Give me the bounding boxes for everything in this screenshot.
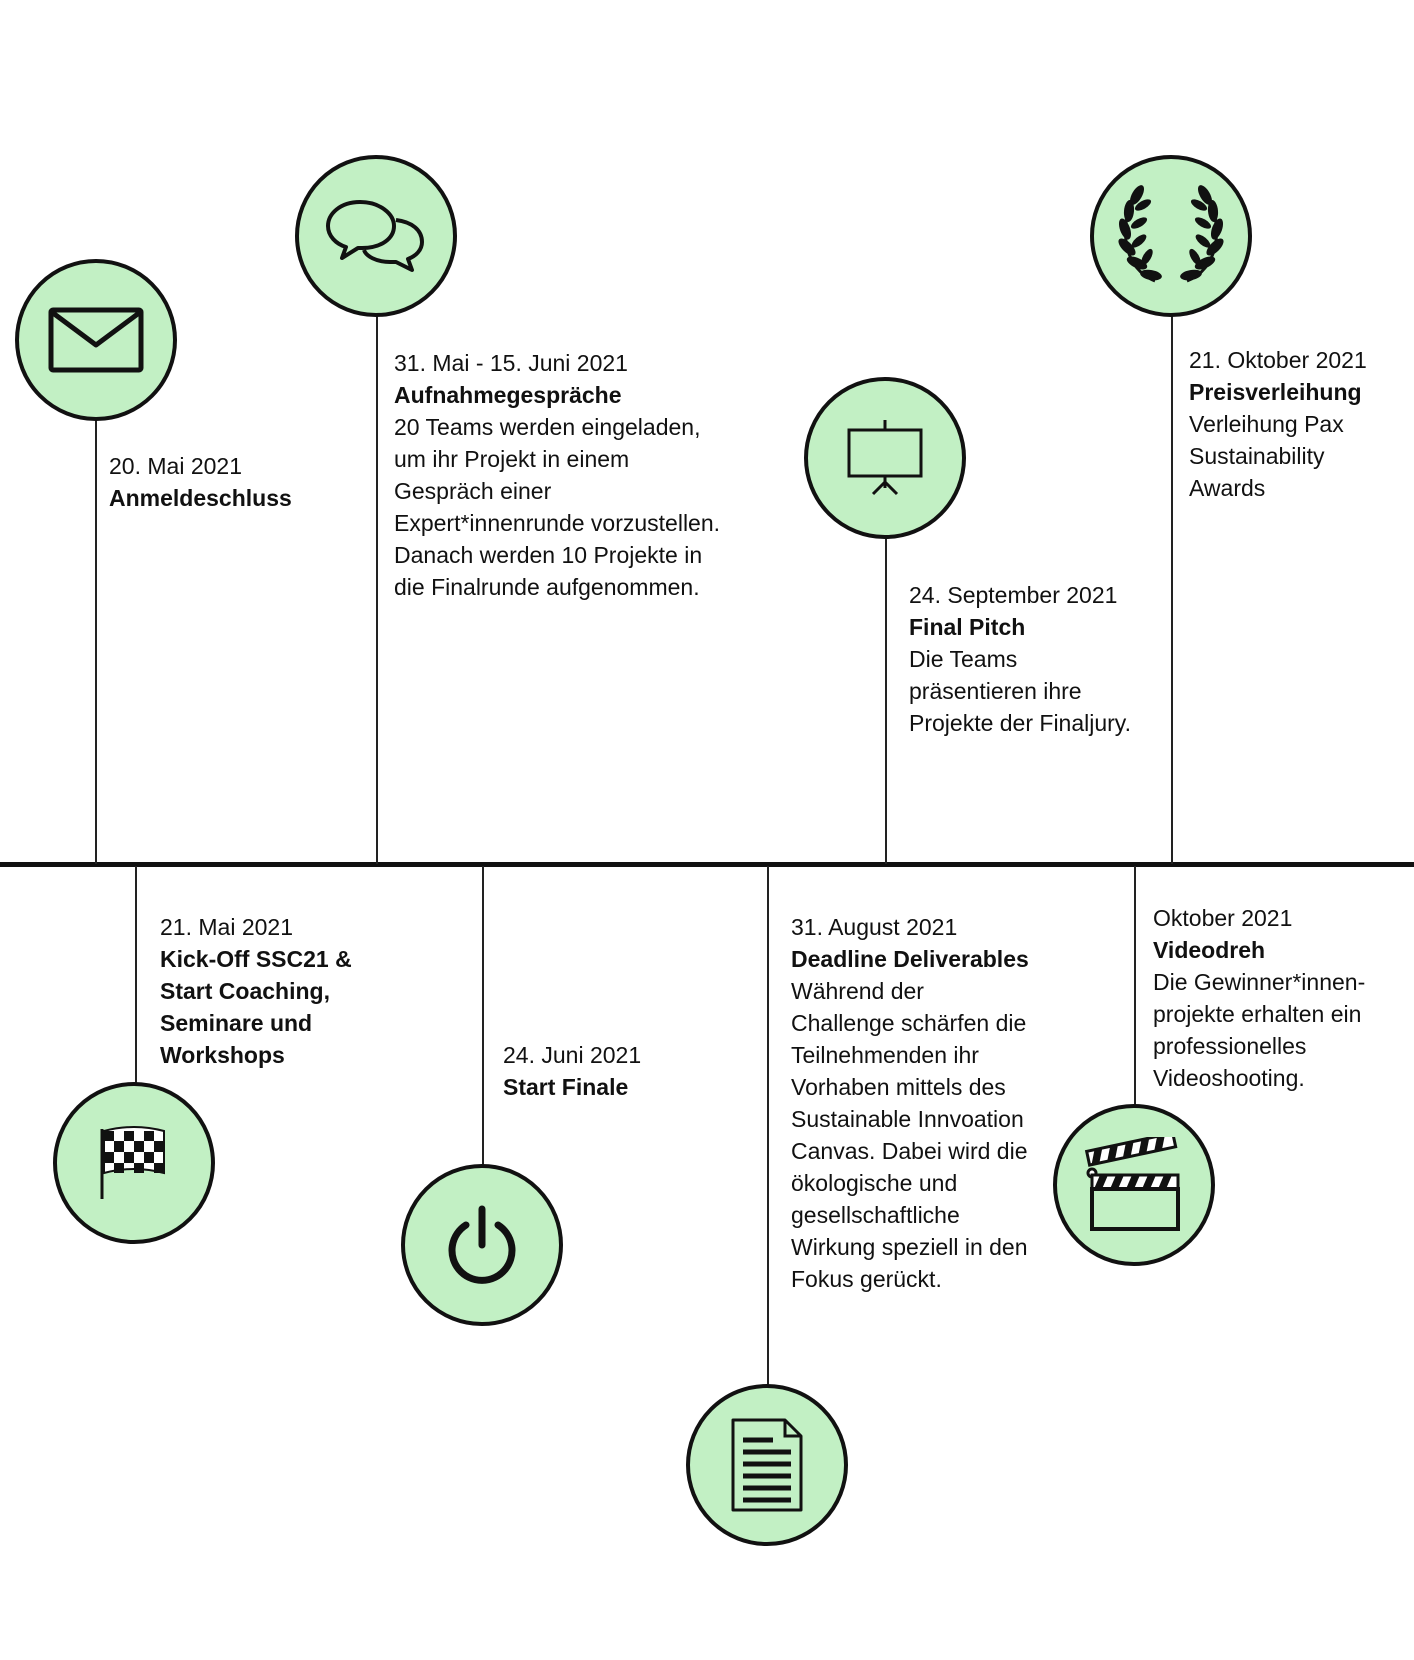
power-icon (448, 1205, 516, 1284)
laurel-wreath-icon (1118, 185, 1224, 283)
event-title: Videodreh (1153, 937, 1266, 963)
node-aufnahme (295, 155, 457, 317)
stem-videodreh (1134, 866, 1136, 1106)
timeline-axis (0, 862, 1414, 867)
node-videodreh (1053, 1104, 1215, 1266)
stem-aufnahme (376, 316, 378, 864)
stem-preisverleihung (1171, 316, 1173, 864)
event-description: Die Teams präsentieren ihre Projekte der… (909, 646, 1131, 736)
event-description: Die Gewinner*innen-projekte erhalten ein… (1153, 969, 1366, 1091)
envelope-icon (48, 307, 144, 373)
event-title: Preisverleihung (1189, 379, 1362, 405)
document-icon (731, 1418, 803, 1512)
event-description: Verleihung Pax Sustainability Awards (1189, 411, 1344, 501)
node-preisverleihung (1090, 155, 1252, 317)
event-date: Oktober 2021 (1153, 905, 1293, 931)
event-date: 31. August 2021 (791, 914, 958, 940)
stem-kickoff (135, 866, 137, 1084)
stem-start-finale (482, 866, 484, 1166)
event-title: Final Pitch (909, 614, 1026, 640)
clapperboard-icon (1084, 1137, 1180, 1231)
event-title: Anmeldeschluss (109, 485, 292, 511)
event-preisverleihung: 21. Oktober 2021 Preisverleihung Verleih… (1189, 344, 1404, 504)
event-kickoff: 21. Mai 2021 Kick-Off SSC21 & Start Coac… (160, 911, 370, 1071)
event-date: 20. Mai 2021 (109, 453, 242, 479)
stem-deadline (767, 866, 769, 1386)
node-kickoff (53, 1082, 215, 1244)
checkered-flag-icon (100, 1126, 165, 1199)
node-final-pitch (804, 377, 966, 539)
event-aufnahme: 31. Mai - 15. Juni 2021 Aufnahmegespräch… (394, 347, 734, 603)
event-start-finale: 24. Juni 2021 Start Finale (503, 1039, 723, 1103)
event-date: 21. Oktober 2021 (1189, 347, 1367, 373)
event-description: Während der Challenge schärfen die Teiln… (791, 978, 1028, 1292)
node-deadline (686, 1384, 848, 1546)
event-deadline: 31. August 2021 Deadline Deliverables Wä… (791, 911, 1031, 1295)
event-title: Start Finale (503, 1074, 629, 1100)
node-anmeldeschluss (15, 259, 177, 421)
stem-anmeldeschluss (95, 420, 97, 864)
event-videodreh: Oktober 2021 Videodreh Die Gewinner*inne… (1153, 902, 1393, 1094)
event-date: 21. Mai 2021 (160, 914, 293, 940)
event-title: Deadline Deliverables (791, 946, 1029, 972)
event-final-pitch: 24. September 2021 Final Pitch Die Teams… (909, 579, 1149, 739)
event-title: Aufnahmegespräche (394, 382, 622, 408)
event-description: 20 Teams werden eingeladen, um ihr Proje… (394, 414, 721, 600)
event-date: 31. Mai - 15. Juni 2021 (394, 350, 628, 376)
event-date: 24. Juni 2021 (503, 1042, 642, 1068)
stem-final-pitch (885, 536, 887, 864)
node-start-finale (401, 1164, 563, 1326)
event-anmeldeschluss: 20. Mai 2021 Anmeldeschluss (109, 450, 349, 514)
event-date: 24. September 2021 (909, 582, 1118, 608)
speech-bubbles-icon (326, 200, 424, 272)
event-title: Kick-Off SSC21 & Start Coaching, Seminar… (160, 946, 352, 1068)
presentation-board-icon (847, 420, 923, 496)
